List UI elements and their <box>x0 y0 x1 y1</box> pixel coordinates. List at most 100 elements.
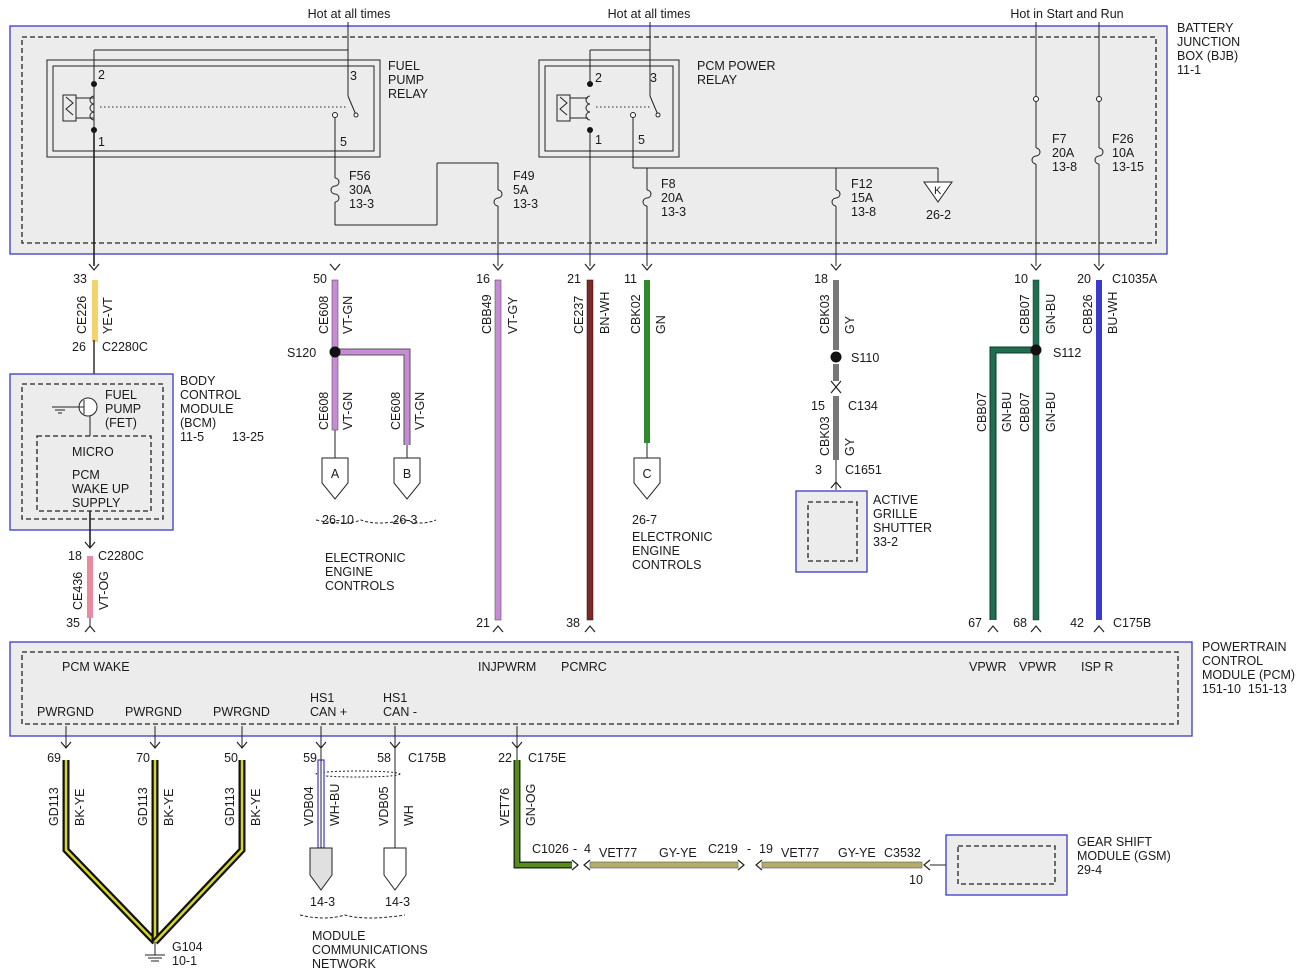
pcm-can-minus: CAN - <box>383 705 417 719</box>
wire-vet77-a-color: GY-YE <box>659 846 697 860</box>
bcm-page-1: 11-5 <box>180 430 204 444</box>
pcm-label-2: CONTROL <box>1202 654 1263 668</box>
pcm-pwrgnd-2: PWRGND <box>125 705 182 719</box>
fuel-relay-label-3: RELAY <box>388 87 429 101</box>
pin-50: 50 <box>313 272 327 286</box>
wire-cbb49-color: VT-GY <box>506 296 520 334</box>
c2280c-top-pin: 26 <box>72 340 86 354</box>
pin-58: 58 <box>377 751 391 765</box>
wire-gd113-a-color: BK-YE <box>73 788 87 826</box>
fuel-relay-pin3: 3 <box>350 69 357 83</box>
pcm-vpwr-1: VPWR <box>969 660 1007 674</box>
pcm-can-plus: CAN + <box>310 705 347 719</box>
connector-c175b-bottom: C175B <box>408 751 446 765</box>
bjb-page: 11-1 <box>1177 63 1201 77</box>
pin-68: 68 <box>1013 616 1027 630</box>
fuse-f49-page: 13-3 <box>513 197 538 211</box>
wire-cbk02-color: GN <box>654 315 668 334</box>
wire-vdb04: VDB04 <box>302 786 316 826</box>
c2280c-bot-pin: 18 <box>68 549 82 563</box>
splice-s112: S112 <box>1053 346 1081 360</box>
wire-vdb05: VDB05 <box>377 786 391 826</box>
fuse-f49-rating: 5A <box>513 183 529 197</box>
bcm-fet-1: FUEL <box>105 388 137 402</box>
wire-ce226-color: YE-VT <box>101 297 115 334</box>
pin-10: 10 <box>1014 272 1028 286</box>
pcm-pages: 151-10 151-13 <box>1202 682 1287 696</box>
wire-cbb26-color: BU-WH <box>1106 292 1120 334</box>
mcn-page-1: 14-3 <box>310 895 335 909</box>
fuse-f7-rating: 20A <box>1052 146 1075 160</box>
wire-cbb07-color: GN-BU <box>1044 294 1058 334</box>
gsm-label-1: GEAR SHIFT <box>1077 835 1152 849</box>
fuse-f56: F56 <box>349 169 371 183</box>
wire-cbb07: CBB07 <box>1018 294 1032 334</box>
gear-shift-module-box <box>945 834 1068 896</box>
wire-vet77-a: VET77 <box>599 846 637 860</box>
k-connector-page: 26-2 <box>926 208 951 222</box>
wire-ce226: CE226 <box>75 296 89 334</box>
pcm-vpwr-2: VPWR <box>1019 660 1057 674</box>
ags-label-1: ACTIVE <box>873 493 918 507</box>
wire-vdb04-color: WH-BU <box>328 784 342 826</box>
fuse-f8-rating: 20A <box>661 191 684 205</box>
connector-b: B <box>403 467 411 481</box>
eec-c-label-1: ELECTRONIC <box>632 530 713 544</box>
wire-cbk03-b-color: GY <box>843 437 857 456</box>
wire-cbk02: CBK02 <box>629 294 643 334</box>
wire-vet76: VET76 <box>498 788 512 826</box>
bcm-label-3: MODULE <box>180 402 233 416</box>
pin-18: 18 <box>814 272 828 286</box>
bjb-label-3: BOX (BJB) <box>1177 49 1238 63</box>
wire-cbk03-b: CBK03 <box>818 416 832 456</box>
pcm-wake: PCM WAKE <box>62 660 130 674</box>
wire-ce237-color: BN-WH <box>598 292 612 334</box>
wire-vet77-b-color: GY-YE <box>838 846 876 860</box>
pcm-relay-label: PCM POWER <box>697 59 775 73</box>
wire-cbk03: CBK03 <box>818 294 832 334</box>
pcm-relay-pin3: 3 <box>650 71 657 85</box>
bcm-label-1: BODY <box>180 374 216 388</box>
bcm-page-2: 13-25 <box>232 430 264 444</box>
gsm-pin-10: 10 <box>909 873 923 887</box>
eec-label-3: CONTROLS <box>325 579 394 593</box>
wire-cbb07-c-color: GN-BU <box>1044 392 1058 432</box>
fuse-f7: F7 <box>1052 132 1067 146</box>
connector-c219-pin: 19 <box>759 842 773 856</box>
fuel-relay-pin1: 1 <box>98 135 105 149</box>
splice-s120: S120 <box>287 346 316 360</box>
splice-s110: S110 <box>851 351 879 365</box>
wire-ce608-a: CE608 <box>317 392 331 430</box>
connector-b-page: 26-3 <box>392 513 417 527</box>
fuse-f56-page: 13-3 <box>349 197 374 211</box>
connector-a-page: 26-10 <box>322 513 354 527</box>
fuse-f26-page: 13-15 <box>1112 160 1144 174</box>
wire-ce237: CE237 <box>572 296 586 334</box>
wire-vet76-color: GN-OG <box>524 784 538 826</box>
pin-38: 38 <box>566 616 580 630</box>
connector-c1026-pin: 4 <box>584 842 591 856</box>
bcm-fet-2: PUMP <box>105 402 141 416</box>
fuel-relay-label: FUEL <box>388 59 420 73</box>
fuel-pump-relay-box <box>46 59 381 158</box>
fuse-f26-rating: 10A <box>1112 146 1135 160</box>
pcm-relay-pin1: 1 <box>595 133 602 147</box>
connector-a: A <box>331 467 340 481</box>
pin-42: 42 <box>1070 616 1084 630</box>
bcm-wake-3: SUPPLY <box>72 496 121 510</box>
c2280c-top: C2280C <box>102 340 148 354</box>
pin-59: 59 <box>303 751 317 765</box>
wire-cbk03-color: GY <box>843 315 857 334</box>
c1651: C1651 <box>845 463 882 477</box>
wire-ce436: CE436 <box>71 572 85 610</box>
bjb-box <box>9 25 1168 255</box>
pcm-relay-pin2: 2 <box>595 71 602 85</box>
pcm-relay-label-2: RELAY <box>697 73 738 87</box>
wire-gd113-b: GD113 <box>136 787 150 826</box>
wire-ce608-b-color: VT-GN <box>413 392 427 430</box>
pin-33: 33 <box>73 272 87 286</box>
gsm-page: 29-4 <box>1077 863 1102 877</box>
fuse-f12-rating: 15A <box>851 191 874 205</box>
pcm-pcmrc: PCMRC <box>561 660 607 674</box>
fuse-f12-page: 13-8 <box>851 205 876 219</box>
